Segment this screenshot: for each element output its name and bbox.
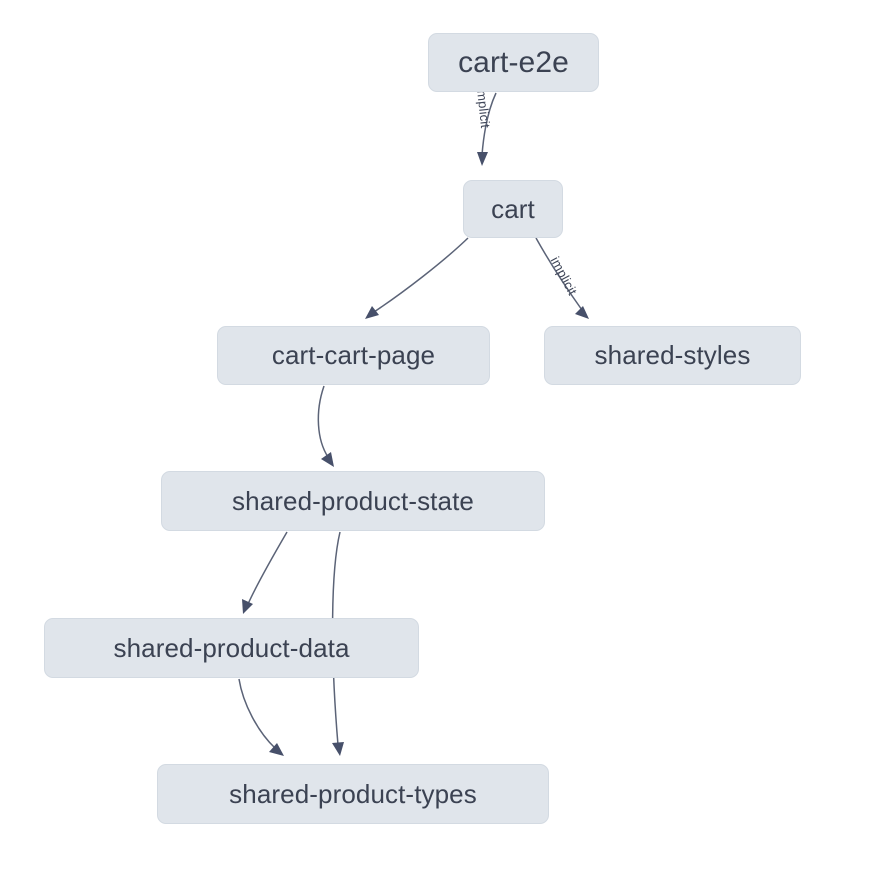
graph-node-shared-product-types[interactable]: shared-product-types	[157, 764, 549, 824]
graph-node-shared-styles[interactable]: shared-styles	[544, 326, 801, 385]
edge-label: implicit	[548, 254, 581, 298]
graph-node-shared-product-state[interactable]: shared-product-state	[161, 471, 545, 531]
edge-line	[481, 92, 497, 156]
edge-arrowhead-icon	[321, 452, 334, 467]
edge-line	[373, 237, 469, 313]
graph-node-label: cart-e2e	[458, 45, 569, 79]
graph-node-label: cart-cart-page	[271, 340, 436, 370]
graph-node-label: shared-product-state	[232, 485, 474, 516]
graph-node-cart[interactable]: cart	[463, 180, 563, 238]
graph-edge-cart-to-shared-styles: implicit	[535, 237, 589, 319]
graph-node-shared-product-data[interactable]: shared-product-data	[44, 618, 419, 678]
graph-node-cart-e2e[interactable]: cart-e2e	[428, 33, 599, 92]
graph-node-label: shared-styles	[594, 340, 751, 370]
edge-arrowhead-icon	[269, 743, 284, 756]
edge-line	[238, 678, 276, 749]
edge-arrowhead-icon	[242, 599, 253, 614]
graph-edge-cart-to-cart-cart-page	[365, 237, 469, 319]
edge-label: implicit	[474, 86, 493, 129]
edge-arrowhead-icon	[332, 742, 344, 756]
edge-arrowhead-icon	[575, 306, 589, 319]
edge-arrowhead-icon	[365, 306, 379, 319]
graph-node-label: cart	[491, 193, 535, 224]
graph-edge-shared-product-state-to-shared-product-data	[242, 531, 288, 614]
graph-node-label: shared-product-data	[113, 632, 350, 663]
edge-line	[535, 237, 583, 311]
graph-node-cart-cart-page[interactable]: cart-cart-page	[217, 326, 490, 385]
edge-line	[247, 531, 288, 605]
graph-edge-cart-e2e-to-cart: implicit	[474, 86, 497, 166]
edge-arrowhead-icon	[477, 152, 488, 166]
graph-node-label: shared-product-types	[229, 778, 477, 809]
graph-edge-shared-product-data-to-shared-product-types	[238, 678, 284, 756]
edge-line	[317, 385, 329, 458]
graph-edge-cart-cart-page-to-shared-product-state	[317, 385, 334, 467]
